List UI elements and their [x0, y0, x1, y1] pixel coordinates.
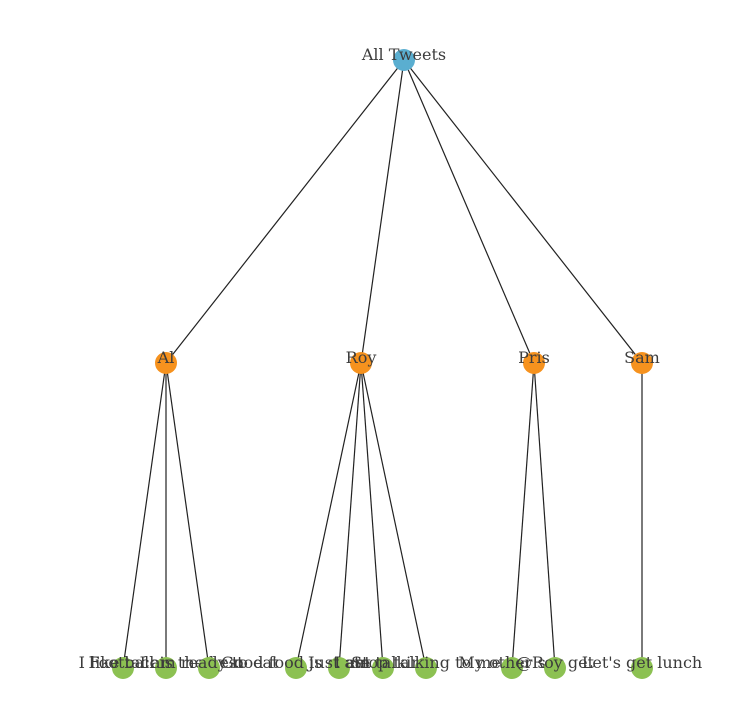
tweet-node-al-3-label: I am ready to eat — [140, 653, 279, 672]
tweet-node-al-1-circle[interactable] — [112, 657, 134, 679]
tweet-node-sam-1-label: Let's get lunch — [582, 653, 702, 672]
tweet-node-pris-1-label: My other son — [458, 653, 565, 672]
author-node-pris[interactable]: Pris — [518, 348, 550, 374]
tweet-node-pris-1[interactable]: My other son — [458, 653, 566, 679]
tweet-node-al-3[interactable]: I am ready to eat — [140, 653, 279, 679]
author-node-sam[interactable]: Sam — [624, 348, 660, 374]
tweet-node-roy-4-circle[interactable] — [415, 657, 437, 679]
author-node-sam-circle[interactable] — [631, 352, 653, 374]
tweet-node-pris-2-circle[interactable] — [544, 657, 566, 679]
author-node-al-circle[interactable] — [155, 352, 177, 374]
author-node-roy-label: Roy — [346, 348, 377, 367]
tweet-node-roy-1-circle[interactable] — [285, 657, 307, 679]
root-node-all-tweets[interactable]: All Tweets — [361, 45, 446, 71]
author-node-pris-label: Pris — [518, 348, 550, 367]
tweet-node-al-1-label: I like tacos — [79, 653, 168, 672]
author-node-roy-circle[interactable] — [350, 352, 372, 374]
tweet-node-roy-2[interactable]: Just ate — [306, 653, 370, 679]
link-roy-to-tweet-1 — [295, 362, 362, 669]
link-pris-to-tweet-1 — [511, 362, 535, 669]
author-node-roy[interactable]: Roy — [346, 348, 377, 374]
author-node-pris-circle[interactable] — [523, 352, 545, 374]
link-pris-to-tweet-2 — [533, 362, 556, 669]
tweet-node-pris-2[interactable]: @Roy get — [516, 653, 595, 679]
tweet-node-al-2-circle[interactable] — [155, 657, 177, 679]
tweet-node-roy-2-label: Just ate — [306, 653, 370, 672]
link-roy-to-tweet-4 — [360, 362, 427, 669]
root-node-all-tweets-circle[interactable] — [393, 49, 415, 71]
tweet-node-al-1[interactable]: I like tacos — [79, 653, 168, 679]
link-root-to-pris — [403, 59, 535, 364]
tweet-node-roy-4[interactable]: Stop talking to me — [351, 653, 501, 679]
tweet-node-al-3-circle[interactable] — [198, 657, 220, 679]
root-node-all-tweets-label: All Tweets — [361, 45, 446, 64]
link-al-to-tweet-3 — [165, 362, 210, 669]
tree-links — [122, 59, 643, 669]
link-root-to-al — [165, 59, 405, 364]
tweet-node-pris-2-label: @Roy get — [516, 653, 595, 672]
tweet-node-roy-3[interactable]: I am talking — [334, 653, 432, 679]
tweet-node-roy-3-circle[interactable] — [372, 657, 394, 679]
link-roy-to-tweet-2 — [338, 362, 362, 669]
tweet-node-sam-1-circle[interactable] — [631, 657, 653, 679]
tweet-node-roy-3-label: I am talking — [334, 653, 432, 672]
tweet-node-sam-1[interactable]: Let's get lunch — [582, 653, 702, 679]
author-node-al[interactable]: Al — [155, 348, 177, 374]
author-node-sam-label: Sam — [624, 348, 660, 367]
link-al-to-tweet-1 — [122, 362, 167, 669]
tweet-node-pris-1-circle[interactable] — [501, 657, 523, 679]
link-roy-to-tweet-3 — [360, 362, 384, 669]
link-root-to-sam — [403, 59, 643, 364]
link-root-to-roy — [360, 59, 405, 364]
tweet-node-roy-4-label: Stop talking to me — [351, 653, 501, 672]
tweet-node-roy-2-circle[interactable] — [328, 657, 350, 679]
author-node-al-label: Al — [157, 348, 175, 367]
